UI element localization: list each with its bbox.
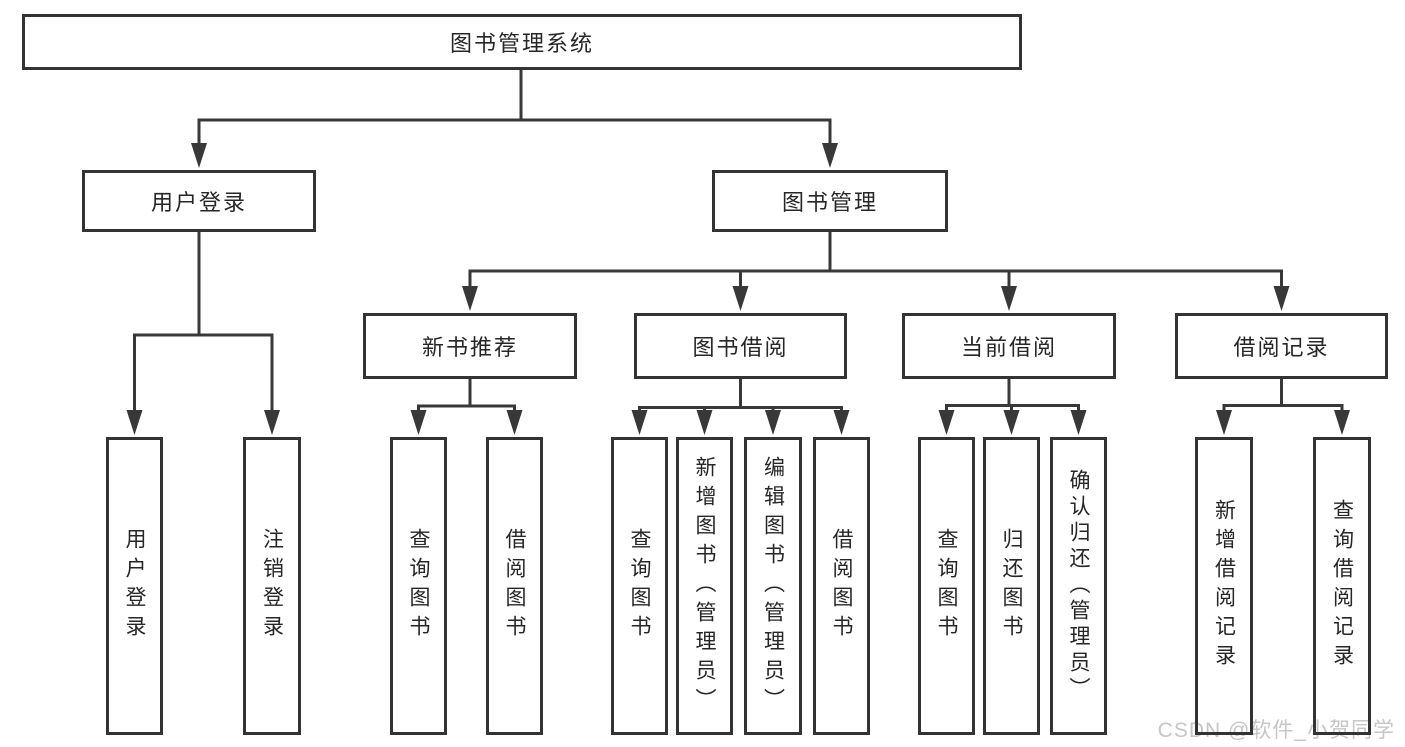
leaf-current-return-book: 归还图书 (983, 437, 1040, 735)
leaf-recommend-borrow-book: 借阅图书 (486, 437, 543, 735)
node-borrow-record: 借阅记录 (1175, 313, 1388, 379)
node-root-system: 图书管理系统 (22, 14, 1022, 70)
leaf-recommend-query-book: 查询图书 (390, 437, 447, 735)
leaf-current-confirm-return-admin: 确认归还（管理员） (1050, 437, 1107, 735)
leaf-user-login: 用户登录 (106, 437, 163, 735)
leaf-borrow-query-book: 查询图书 (611, 437, 668, 735)
leaf-borrow-edit-book-admin: 编辑图书（管理员） (744, 437, 802, 735)
node-book-management: 图书管理 (712, 170, 948, 232)
node-user-login: 用户登录 (82, 170, 316, 232)
leaf-borrow-add-book-admin: 新增图书（管理员） (676, 437, 733, 735)
node-current-borrow: 当前借阅 (902, 313, 1116, 379)
node-book-borrow: 图书借阅 (634, 313, 847, 379)
arrowheads (126, 143, 1350, 435)
leaf-record-query-borrow-record: 查询借阅记录 (1313, 437, 1371, 735)
leaf-current-query-book: 查询图书 (918, 437, 975, 735)
leaf-record-add-borrow-record: 新增借阅记录 (1195, 437, 1253, 735)
node-new-book-recommend: 新书推荐 (363, 313, 577, 379)
leaf-logout-login: 注销登录 (243, 437, 301, 735)
leaf-borrow-borrow-book: 借阅图书 (813, 437, 870, 735)
